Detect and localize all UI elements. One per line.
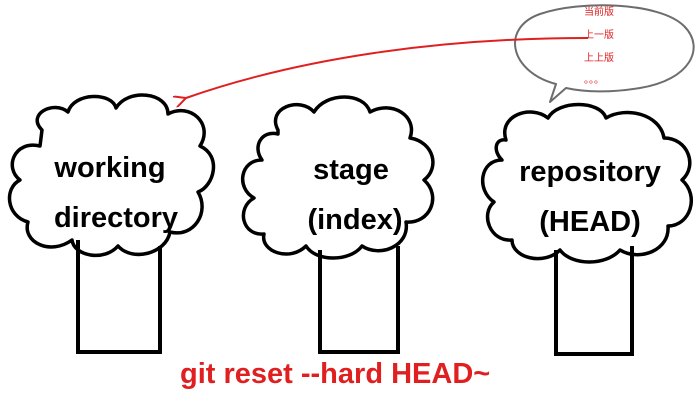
trunk-working-directory	[76, 240, 162, 354]
node-label-repository-line2: (HEAD)	[539, 206, 641, 238]
trunk-stage-index	[318, 246, 400, 354]
bubble-line-ellipsis: 。。。	[584, 75, 604, 86]
tree-working-directory	[7, 93, 216, 354]
cloud-repository-head	[480, 102, 694, 264]
tree-repository-head	[480, 102, 694, 356]
cloud-working-directory	[7, 93, 216, 258]
node-label-stage-line1: stage	[313, 154, 389, 186]
tree-stage-index	[240, 95, 435, 354]
node-label-working-line2: directory	[53, 202, 179, 234]
node-label-working-line1: working	[54, 152, 166, 184]
bubble-line-two-back: 上上版	[584, 53, 614, 64]
node-label-stage-line2: (index)	[307, 204, 403, 236]
cloud-stage-index	[240, 95, 435, 260]
bubble-line-current: 当前版	[584, 7, 614, 18]
trunk-repository-head	[554, 246, 634, 356]
bubble-line-previous: 上一版	[584, 30, 614, 41]
git-command-caption: git reset --hard HEAD~	[180, 358, 491, 390]
node-label-repository-line1: repository	[519, 156, 661, 188]
speech-bubble	[514, 4, 695, 103]
revert-arrow	[186, 37, 589, 98]
